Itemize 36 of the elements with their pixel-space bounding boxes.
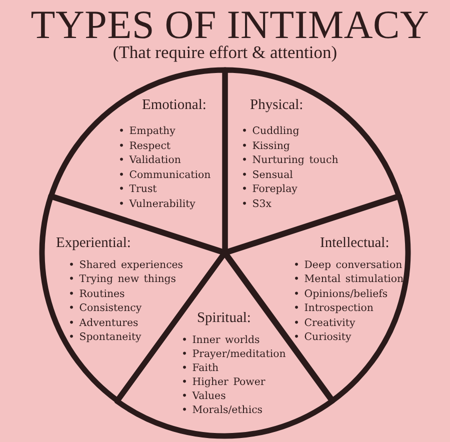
slice-heading: Spiritual:	[196, 310, 251, 327]
list-item: • Validation	[118, 154, 181, 168]
list-item: • Opinions/beliefs	[294, 288, 388, 302]
list-item: • Creativity	[294, 316, 356, 331]
list-item: • Morals/ethics	[181, 404, 263, 418]
slice-heading: Emotional:	[142, 97, 206, 114]
list-item: • Vulnerability	[118, 198, 196, 212]
pie-slice	[221, 66, 404, 257]
list-item: • Respect	[118, 140, 171, 154]
list-item: • Trust	[118, 183, 157, 198]
list-item: • Mental stimulation	[294, 273, 404, 288]
list-item: • Cuddling	[242, 125, 300, 139]
list-item: • Adventures	[68, 316, 138, 331]
list-item: • Trying new things	[68, 273, 176, 288]
list-item: • Values	[181, 390, 226, 404]
list-item: • Shared experiences	[68, 258, 184, 273]
list-item: • Empathy	[118, 125, 176, 139]
list-item: • Consistency	[68, 302, 142, 316]
slice-heading: Intellectual:	[320, 234, 390, 252]
list-item: • Sensual	[242, 168, 293, 183]
slice-heading: Experiential:	[56, 234, 131, 252]
list-item: • Communication	[118, 168, 211, 183]
list-item: • Kissing	[242, 140, 290, 154]
list-item: • Foreplay	[242, 183, 298, 198]
list-item: • Introspection	[294, 302, 374, 316]
list-item: • Faith	[181, 362, 219, 376]
list-item: • Inner worlds	[181, 334, 260, 348]
list-item: • Curiosity	[294, 331, 352, 346]
slice-heading: Physical:	[250, 97, 304, 114]
list-item: • Routines	[68, 288, 125, 302]
list-item: • Prayer/meditation	[181, 348, 286, 362]
list-item: • Deep conversation	[294, 258, 402, 273]
list-item: • S3x	[242, 198, 272, 212]
list-item: • Nurturing touch	[242, 154, 338, 168]
list-item: • Higher Power	[181, 376, 266, 390]
list-item: • Spontaneity	[68, 331, 142, 346]
